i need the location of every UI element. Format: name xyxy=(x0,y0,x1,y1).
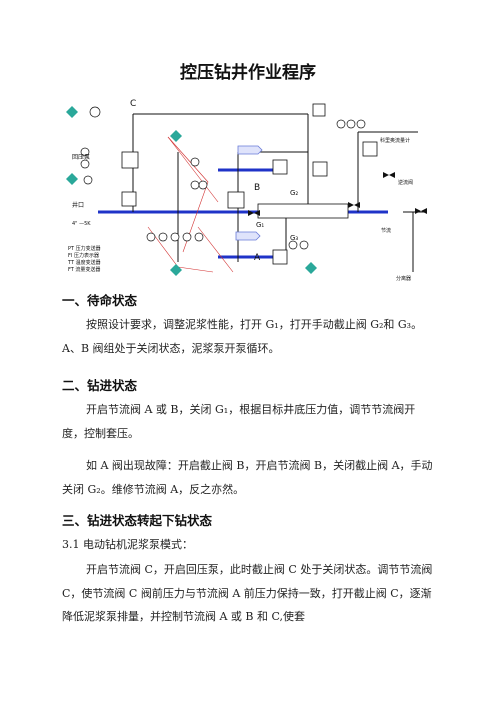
label-well: 井口 xyxy=(72,201,84,209)
para-drilling-1: 开启节流阀 A 或 B，关闭 G₁，根据目标井底压力值，调节节流阀开度，控制套压… xyxy=(62,403,416,440)
label-g3: G₃ xyxy=(290,234,298,242)
label-a: A xyxy=(254,253,261,263)
signal-wires xyxy=(147,136,234,273)
label-b: B xyxy=(254,183,260,193)
para-transition-sub: 3.1 电动钻机泥浆泵模式： xyxy=(62,538,193,551)
label-check-valve: 逆流阀 xyxy=(398,179,413,186)
para-transition-body: 开启节流阀 C，开启回压泵，此时截止阀 C 处于关闭状态。调节节流阀 C，使节流… xyxy=(62,563,433,623)
para-standby: 按照设计要求，调整泥浆性能，打开 G₁，打开手动截止阀 G₂和 G₃。A、B 阀… xyxy=(62,318,423,355)
label-back-pump: 回压泵 xyxy=(72,154,90,161)
instrument-gauges xyxy=(80,106,366,250)
page-title: 控压钻井作业程序 xyxy=(180,63,316,83)
label-throttle: 节流 xyxy=(381,227,391,234)
mpd-process-diagram: C B A G₁ G₂ G₃ 回压泵 井口 4" —5K 科里奥流量计 逆流阀 … xyxy=(66,99,427,282)
label-c: C xyxy=(130,99,136,109)
valves xyxy=(248,172,427,216)
label-separator: 分离器 xyxy=(396,275,411,282)
legend-2: FI 压力表示器 xyxy=(68,252,99,259)
hmi-tags xyxy=(235,145,263,241)
legend-4: FT 流量变送器 xyxy=(68,266,100,273)
heading-standby: 一、待命状态 xyxy=(62,293,138,308)
label-flowmeter: 科里奥流量计 xyxy=(380,137,410,144)
controller-diamonds xyxy=(66,106,317,276)
equipment-boxes xyxy=(121,103,378,265)
label-g1: G₁ xyxy=(256,221,264,229)
para-drilling-2: 如 A 阀出现故障：开启截止阀 B，开启节流阀 B，关闭截止阀 A，手动关闭 G… xyxy=(62,459,433,496)
label-size: 4" —5K xyxy=(72,221,91,227)
heading-drilling: 二、钻进状态 xyxy=(62,378,138,393)
legend-3: TT 温度变送器 xyxy=(67,259,101,266)
heading-transition: 三、钻进状态转起下钻状态 xyxy=(62,513,213,528)
label-g2: G₂ xyxy=(290,189,298,197)
legend-1: PT 压力变送器 xyxy=(68,245,101,252)
